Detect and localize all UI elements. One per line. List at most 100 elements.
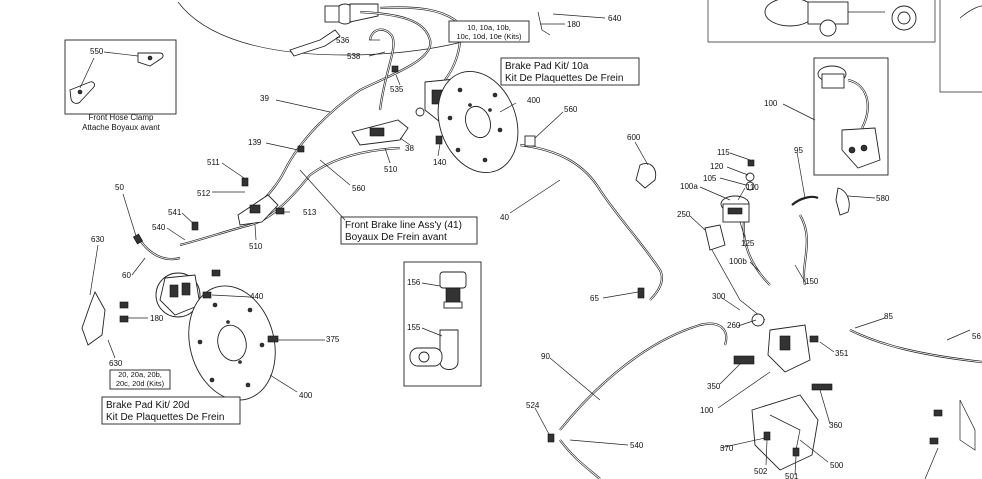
callout-560b: 560 xyxy=(352,184,366,193)
lower-brake-caliper xyxy=(155,272,201,318)
hose-580 xyxy=(835,187,850,216)
brake-hose-540-lower xyxy=(559,439,601,479)
callout-501: 501 xyxy=(785,472,799,479)
inset-box-top-right xyxy=(939,0,982,93)
brake-pad-kit-10a-label: Brake Pad Kit/ 10a xyxy=(505,61,589,72)
brake-hose-150 xyxy=(799,214,808,286)
callout-510b: 510 xyxy=(249,242,263,251)
brake-hose-100b xyxy=(742,214,771,286)
callout-125: 125 xyxy=(741,239,755,248)
callout-550: 550 xyxy=(90,47,104,56)
callout-38: 38 xyxy=(405,144,414,153)
callout-39: 39 xyxy=(260,94,269,103)
callout-100: 100 xyxy=(764,99,778,108)
callout-numbers: 640 180 536 538 535 39 139 38 510 140 40… xyxy=(91,14,981,479)
front-brake-line-label: Front Brake line Ass'y (41) xyxy=(345,220,462,231)
hose-95 xyxy=(791,195,819,206)
callout-100b: 100b xyxy=(729,257,747,266)
fender-outline xyxy=(177,1,471,56)
callout-50: 50 xyxy=(115,183,124,192)
reservoir-cover-600 xyxy=(635,163,657,189)
callout-350: 350 xyxy=(707,382,721,391)
callout-139: 139 xyxy=(248,138,262,147)
brake-pad-kit-10a-box xyxy=(500,57,640,86)
callout-140: 140 xyxy=(433,158,447,167)
callout-300: 300 xyxy=(712,292,726,301)
callout-540b: 540 xyxy=(630,441,644,450)
upper-brake-disc xyxy=(437,70,519,174)
callout-95: 95 xyxy=(794,146,803,155)
brake-hose-loop-536 xyxy=(368,28,395,111)
leader-lines xyxy=(89,13,971,479)
leader-156 xyxy=(421,282,441,287)
callout-40: 40 xyxy=(500,213,509,222)
callout-502: 502 xyxy=(754,467,768,476)
brake-pad-bracket-510a xyxy=(351,119,409,146)
callout-511: 511 xyxy=(207,158,220,167)
callout-100c: 100 xyxy=(700,406,714,415)
master-cylinder-100a xyxy=(720,195,750,223)
callout-360: 360 xyxy=(829,421,843,430)
kit-codes-box-a xyxy=(448,20,530,43)
kit-codes-a-line1: 10, 10a, 10b, xyxy=(467,23,511,32)
callout-115: 115 xyxy=(717,148,730,157)
callout-150: 150 xyxy=(805,277,819,286)
mounting-bracket-500 xyxy=(751,394,819,471)
bolts xyxy=(119,11,976,457)
inset-box-top-center xyxy=(707,0,936,43)
callout-500: 500 xyxy=(830,461,844,470)
callout-630b: 630 xyxy=(109,359,123,368)
callout-155: 155 xyxy=(407,323,421,332)
callout-510: 510 xyxy=(384,165,398,174)
brake-pad-bracket-510b xyxy=(237,194,279,226)
master-cylinder-100-detail xyxy=(817,65,881,169)
brake-hose-60 xyxy=(139,239,181,261)
brake-hose-41-lower xyxy=(179,146,401,247)
brake-hose-85 xyxy=(849,329,982,364)
callout-524: 524 xyxy=(526,401,540,410)
callout-440: 440 xyxy=(250,292,264,301)
hose-clamp-icon xyxy=(69,52,164,104)
callout-56: 56 xyxy=(972,332,981,341)
callout-370: 370 xyxy=(720,444,734,453)
handlebar-lever xyxy=(289,3,379,57)
callout-536: 536 xyxy=(336,36,350,45)
callout-90: 90 xyxy=(541,352,550,361)
callout-600: 600 xyxy=(627,133,641,142)
callout-560: 560 xyxy=(564,105,578,114)
leader-550 xyxy=(103,51,139,57)
callout-541: 541 xyxy=(168,208,182,217)
callout-538: 538 xyxy=(347,52,361,61)
leader-front-brake-line xyxy=(299,169,346,221)
speed-sensor-156 xyxy=(439,271,467,309)
callout-512: 512 xyxy=(197,189,211,198)
edge-part-right xyxy=(959,5,982,19)
front-brake-line-label-fr: Boyaux De Frein avant xyxy=(345,232,447,243)
kit-codes-a-line2: 10c, 10d, 10e (Kits) xyxy=(456,32,522,41)
callout-375: 375 xyxy=(326,335,340,344)
brake-pad-kit-10a-label-fr: Kit De Plaquettes De Frein xyxy=(505,73,623,84)
callout-535: 535 xyxy=(390,85,404,94)
brake-hose-40 xyxy=(519,143,664,301)
callout-260: 260 xyxy=(727,321,741,330)
sensor-cap-155 xyxy=(409,329,459,370)
callout-513: 513 xyxy=(303,208,317,217)
lower-brake-disc xyxy=(188,285,276,401)
callout-156: 156 xyxy=(407,278,421,287)
callout-180b: 180 xyxy=(150,314,164,323)
rear-caliper-assembly xyxy=(751,313,811,373)
callout-540: 540 xyxy=(152,223,166,232)
master-cylinder-top-detail xyxy=(764,0,917,37)
hose-clip-560 xyxy=(524,135,536,147)
leader-155 xyxy=(421,327,443,337)
kit-codes-b-line1: 20, 20a, 20b, xyxy=(118,370,162,379)
hose-clamp-inset-box xyxy=(64,39,177,115)
caliper-bracket-630 xyxy=(81,290,106,346)
callout-180: 180 xyxy=(567,20,581,29)
kit-codes-b-line2: 20c, 20d (Kits) xyxy=(116,379,165,388)
brake-hose-39 xyxy=(254,10,432,211)
brake-pad-kit-20d-label: Brake Pad Kit/ 20d xyxy=(106,400,189,411)
brake-lever-250 xyxy=(704,224,766,321)
callout-640: 640 xyxy=(608,14,622,23)
